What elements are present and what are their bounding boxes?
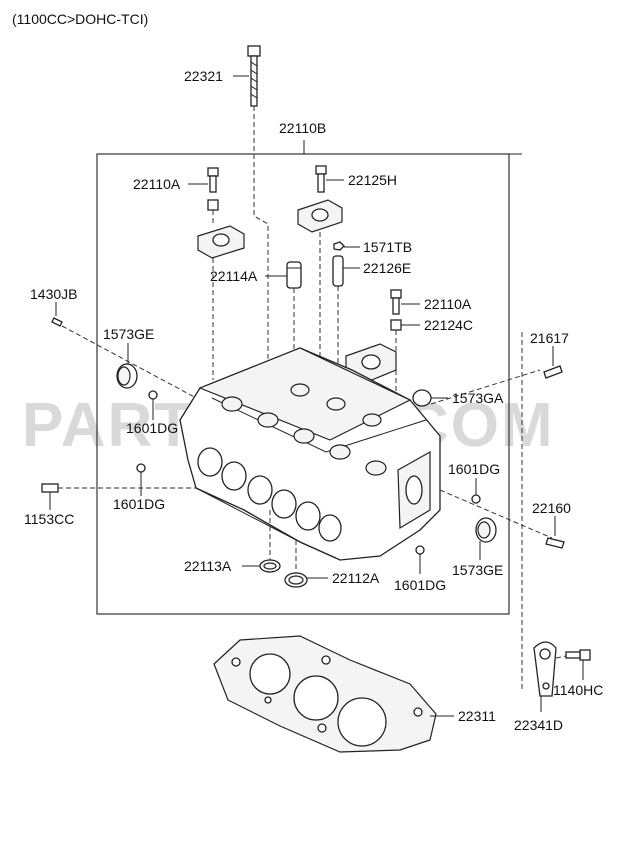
guide-1140HC [555,655,567,659]
plug-1571TB[interactable] [333,241,345,251]
dowel-22124C[interactable] [390,319,402,331]
stud-22160[interactable] [545,537,565,549]
label-22110A-top[interactable]: 22110A [133,176,181,192]
seal-cap-1573GA[interactable] [412,389,432,407]
label-22160[interactable]: 22160 [532,500,571,516]
cap-bolt-22110A-top[interactable] [207,167,219,211]
valve-guide-22114A[interactable] [286,261,302,289]
label-1571TB[interactable]: 1571TB [363,239,412,255]
label-22341D[interactable]: 22341D [514,717,563,733]
guide-21617 [430,369,541,405]
plug-1601DG-left1[interactable] [148,390,158,400]
dowel-pin-1430JB[interactable] [51,317,63,327]
label-1140HC[interactable]: 1140HC [553,682,603,698]
label-22125H[interactable]: 22125H [348,172,397,188]
head-bolt-22321[interactable] [247,45,261,107]
label-1153CC[interactable]: 1153CC [24,511,74,527]
seal-cap-1573GE-left[interactable] [116,363,138,389]
head-gasket-22311[interactable] [213,635,437,753]
plug-1601DG-right1[interactable] [471,494,481,504]
label-22110B[interactable]: 22110B [279,120,326,136]
plug-1601DG-bottom[interactable] [415,545,425,555]
label-1573GE-right[interactable]: 1573GE [452,562,503,578]
label-22126E[interactable]: 22126E [363,260,411,276]
label-1601DG-bottom[interactable]: 1601DG [394,577,446,593]
seal-cap-1573GE-right[interactable] [475,517,497,543]
bracket-22341D[interactable] [533,641,557,697]
guide-22321 [253,106,269,360]
guide-22160 [439,489,553,539]
label-22110A-mid[interactable]: 22110A [424,296,472,312]
label-1601DG-right1[interactable]: 1601DG [448,461,500,477]
variant-header: (1100CC>DOHC-TCI) [12,11,148,27]
label-22321[interactable]: 22321 [184,68,223,84]
label-22114A[interactable]: 22114A [210,268,258,284]
cylinder-head-22110B[interactable] [179,347,441,561]
bolt-1140HC[interactable] [565,649,591,661]
plug-1153CC[interactable] [41,483,59,493]
guide-1430JB [61,325,201,401]
label-1601DG-left1[interactable]: 1601DG [126,420,178,436]
plug-1601DG-left2[interactable] [136,463,146,473]
label-22113A[interactable]: 22113A [184,558,232,574]
label-22311[interactable]: 22311 [458,708,496,724]
label-1601DG-left2[interactable]: 1601DG [113,496,165,512]
assembly-frame [96,153,510,615]
label-22124C[interactable]: 22124C [424,317,473,333]
camshaft-cap-right[interactable] [297,199,343,233]
label-22112A[interactable]: 22112A [332,570,380,586]
cap-bolt-22110A-mid[interactable] [390,289,402,315]
valve-guide-22126E[interactable] [332,255,344,287]
camshaft-cap-left[interactable] [197,225,245,259]
label-1430JB[interactable]: 1430JB [30,286,77,302]
label-1573GA[interactable]: 1573GA [452,390,504,406]
seal-22112A[interactable] [284,572,308,588]
cap-bolt-22125H[interactable] [315,165,327,193]
seal-22113A[interactable] [259,559,281,573]
label-1573GE-left[interactable]: 1573GE [103,326,154,342]
stud-21617[interactable] [543,365,563,379]
label-21617[interactable]: 21617 [530,330,569,346]
